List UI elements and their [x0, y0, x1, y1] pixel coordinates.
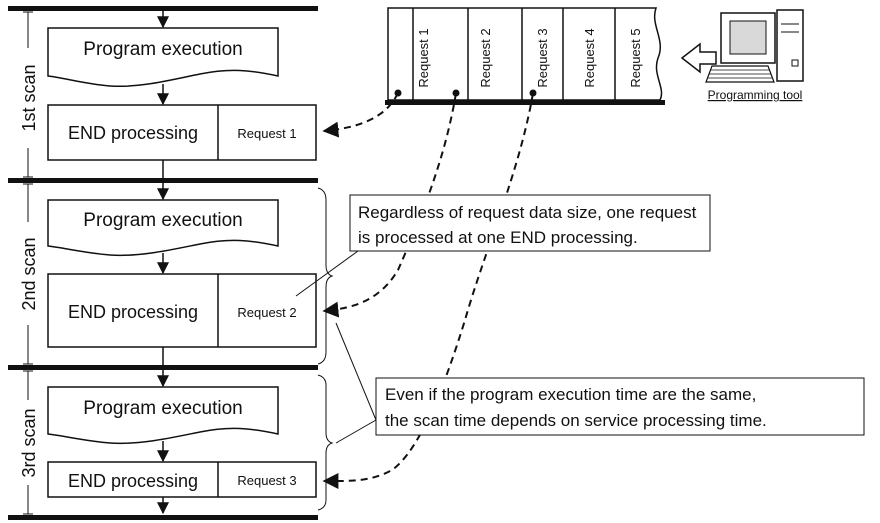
- program-execution-box-3: [47, 386, 279, 445]
- note2-line-1: Even if the program execution time are t…: [385, 385, 756, 404]
- end-processing-label-1: END processing: [68, 123, 198, 143]
- queue-request-5: Request 5: [628, 28, 643, 87]
- program-execution-label-2: Program execution: [83, 210, 242, 231]
- note1-line-2: is processed at one END processing.: [358, 228, 638, 247]
- computer-icon: [705, 9, 804, 83]
- scan-label-3: 3rd scan: [19, 408, 39, 477]
- queue-request-3: Request 3: [535, 28, 550, 87]
- queue-request-2: Request 2: [478, 28, 493, 87]
- scan-brace-3: [317, 374, 334, 511]
- program-execution-box-2: [47, 199, 279, 257]
- queue-request-4: Request 4: [582, 28, 597, 87]
- request-slot-2: Request 2: [237, 305, 296, 320]
- end-processing-box-2: [47, 273, 317, 348]
- program-execution-box-1: [47, 27, 279, 88]
- program-execution-label-3: Program execution: [83, 398, 242, 419]
- request-slot-3: Request 3: [237, 473, 296, 488]
- timeline-bar-1: [8, 178, 318, 183]
- timeline-bar-bottom: [8, 515, 318, 520]
- request-slot-1: Request 1: [237, 126, 296, 141]
- note1-leader: [295, 250, 359, 297]
- scan-brace-2: [317, 187, 334, 365]
- timeline-bar-top: [8, 6, 318, 11]
- end-processing-label-2: END processing: [68, 302, 198, 322]
- note2-leaders: [335, 322, 377, 444]
- end-processing-box-3: [47, 461, 317, 498]
- end-processing-box-1: [47, 104, 317, 161]
- programming-tool-label: Programming tool: [708, 88, 803, 102]
- queue-request-1: Request 1: [416, 28, 431, 87]
- note1-line-1: Regardless of request data size, one req…: [358, 203, 697, 222]
- scan-label-2: 2nd scan: [19, 237, 39, 310]
- note-box-1: [349, 194, 711, 252]
- request-flow-arrows: [322, 92, 534, 490]
- hollow-left-arrow-icon: [680, 42, 717, 74]
- scan-duration-indicators: [23, 11, 33, 515]
- program-execution-label-1: Program execution: [83, 39, 242, 60]
- note-box-2: [375, 377, 865, 436]
- end-processing-label-3: END processing: [68, 471, 198, 491]
- request-queue: Request 1 Request 2 Request 3 Request 4 …: [385, 7, 665, 105]
- timeline-bar-2: [8, 365, 318, 370]
- scan-label-1: 1st scan: [19, 64, 39, 131]
- note2-line-2: the scan time depends on service process…: [385, 411, 767, 430]
